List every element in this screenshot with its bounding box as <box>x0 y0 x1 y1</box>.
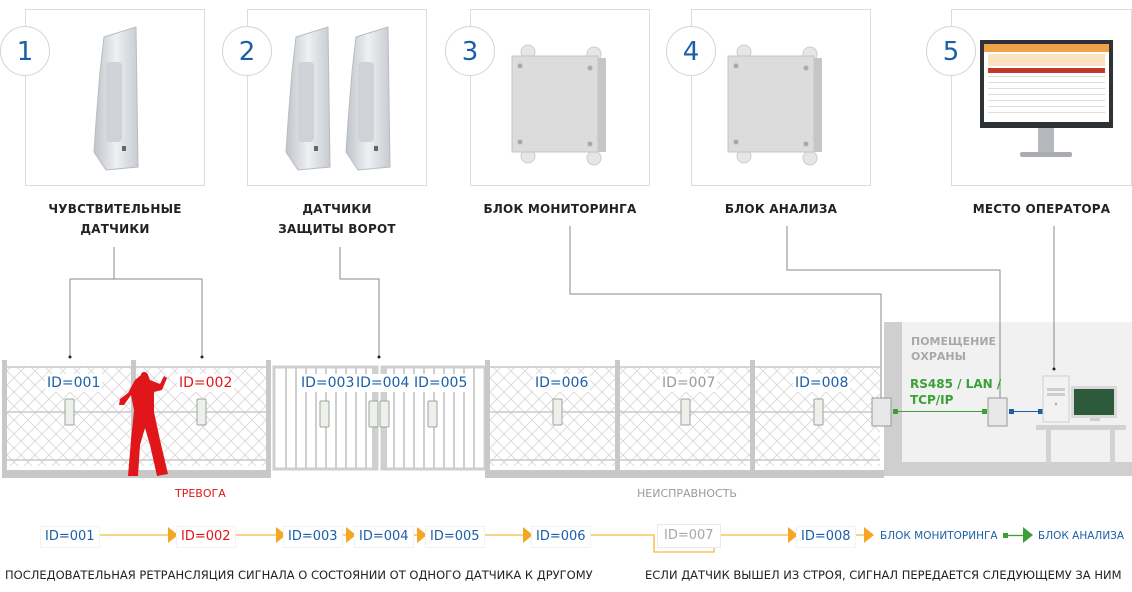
flow-monitoring-block: БЛОК МОНИТОРИНГА <box>877 527 1001 545</box>
sensor-001 <box>64 398 75 426</box>
product-title-3: БЛОК МОНИТОРИНГА <box>483 202 637 216</box>
flow-arrow <box>864 527 874 543</box>
gate-sensor-pair-image <box>285 26 391 171</box>
alarm-label: ТРЕВОГА <box>175 487 226 500</box>
sensor-005 <box>427 400 438 428</box>
flow-arrow <box>276 527 286 543</box>
sensor-008 <box>813 398 824 426</box>
green-port <box>893 409 898 414</box>
step-number-3: 3 <box>445 26 495 76</box>
step-number-4: 4 <box>666 26 716 76</box>
step-number-2: 2 <box>222 26 272 76</box>
operator-monitor-image <box>980 40 1113 157</box>
flow-arrow <box>346 527 356 543</box>
flow-arrow-green <box>1023 527 1033 543</box>
blue-port <box>1038 409 1043 414</box>
fence-id-006: ID=006 <box>533 374 591 392</box>
flow-node-002: ID=002 <box>176 526 236 548</box>
analysis-box-image <box>727 44 822 166</box>
sensor-004a <box>368 400 379 428</box>
product-card-gate-sensors <box>247 9 427 186</box>
fence-sensors <box>64 398 824 428</box>
flow-arrow <box>788 527 798 543</box>
pointer-dot <box>1052 367 1056 371</box>
flow-node-004: ID=004 <box>354 526 414 548</box>
flow-arrow <box>168 527 178 543</box>
flow-node-001: ID=001 <box>40 526 100 548</box>
fence-id-003: ID=003 <box>299 374 357 392</box>
flow-square-green <box>1003 533 1008 538</box>
flow-node-007: ID=007 <box>657 524 721 548</box>
operator-workstation <box>1036 375 1126 464</box>
product-card-monitoring <box>470 9 650 186</box>
flow-arrow <box>523 527 533 543</box>
product-card-sensor <box>25 9 205 186</box>
step-number-1: 1 <box>0 26 50 76</box>
network-label: RS485 / LAN / TCP/IP <box>910 377 1002 407</box>
flow-analysis-block: БЛОК АНАЛИЗА <box>1035 527 1128 545</box>
fence-id-004: ID=004 <box>354 374 412 392</box>
fence-id-001: ID=001 <box>45 374 103 392</box>
product-card-operator <box>951 9 1132 186</box>
fence-id-007: ID=007 <box>660 374 718 392</box>
blue-port <box>1009 409 1014 414</box>
sensor-003 <box>319 400 330 428</box>
product-title-4: БЛОК АНАЛИЗА <box>724 202 838 216</box>
flow-node-005: ID=005 <box>425 526 485 548</box>
sensor-device-image <box>93 26 139 171</box>
product-title-2: ДАТЧИКИ ЗАЩИТЫ ВОРОТ <box>278 202 396 236</box>
guard-room-label: ПОМЕЩЕНИЕ ОХРАНЫ <box>911 335 997 363</box>
intruder-silhouette <box>119 372 168 476</box>
analysis-box-icon <box>987 397 1008 427</box>
flow-arrow <box>417 527 427 543</box>
connector-lines <box>69 226 1055 404</box>
step-number-5: 5 <box>926 26 976 76</box>
flow-node-008: ID=008 <box>796 526 856 548</box>
caption-sequential-relay: ПОСЛЕДОВАТЕЛЬНАЯ РЕТРАНСЛЯЦИЯ СИГНАЛА О … <box>5 568 593 582</box>
guard-room-floor <box>884 462 1132 476</box>
fence-id-002: ID=002 <box>177 374 235 392</box>
sensor-002 <box>196 398 207 426</box>
monitoring-box-image <box>511 44 606 166</box>
pointer-dot <box>200 355 204 359</box>
fault-label: НЕИСПРАВНОСТЬ <box>637 487 737 500</box>
product-title-1: ЧУВСТВИТЕЛЬНЫЕ ДАТЧИКИ <box>48 202 182 236</box>
flow-node-006: ID=006 <box>531 526 591 548</box>
sensor-006 <box>552 398 563 426</box>
pointer-dot <box>68 355 72 359</box>
caption-fault-bypass: ЕСЛИ ДАТЧИК ВЫШЕЛ ИЗ СТРОЯ, СИГНАЛ ПЕРЕД… <box>645 568 1122 582</box>
guard-room-wall <box>884 322 902 472</box>
monitoring-box-icon <box>871 397 892 427</box>
fence-id-008: ID=008 <box>793 374 851 392</box>
fence-id-005: ID=005 <box>412 374 470 392</box>
product-card-analysis <box>691 9 871 186</box>
sensor-007 <box>680 398 691 426</box>
product-title-5: МЕСТО ОПЕРАТОРА <box>972 202 1111 216</box>
flow-node-003: ID=003 <box>283 526 343 548</box>
pointer-dot <box>377 355 381 359</box>
sensor-004b <box>379 400 390 428</box>
green-port <box>982 409 987 414</box>
